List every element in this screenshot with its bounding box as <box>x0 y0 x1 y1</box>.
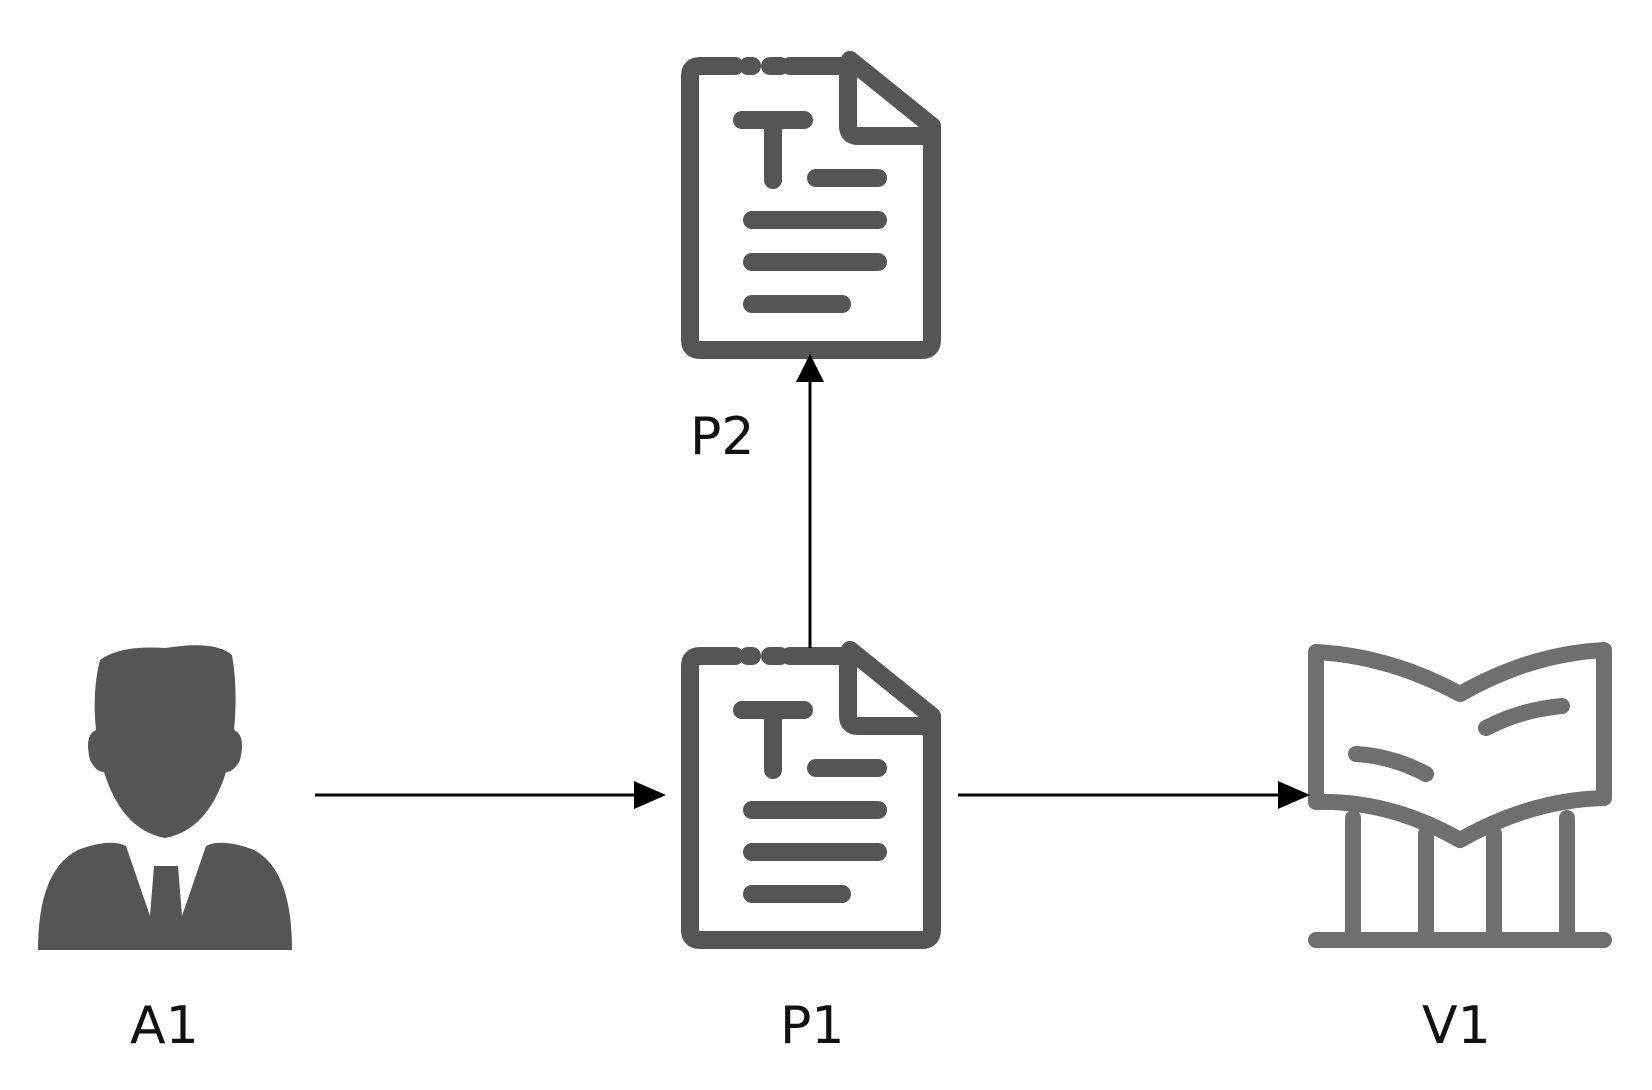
a1-person-icon <box>38 645 292 950</box>
p2-label: P2 <box>690 407 754 467</box>
edge-a1-p1 <box>315 781 666 809</box>
edge-p1-p2 <box>796 354 824 648</box>
edge-p1-v1 <box>958 781 1310 809</box>
p2-document-icon <box>681 51 941 359</box>
v1-book-stand-icon <box>1308 642 1612 948</box>
v1-label: V1 <box>1422 996 1491 1056</box>
a1-label: A1 <box>130 996 199 1056</box>
p1-label: P1 <box>780 996 844 1056</box>
p1-document-icon <box>681 641 941 949</box>
